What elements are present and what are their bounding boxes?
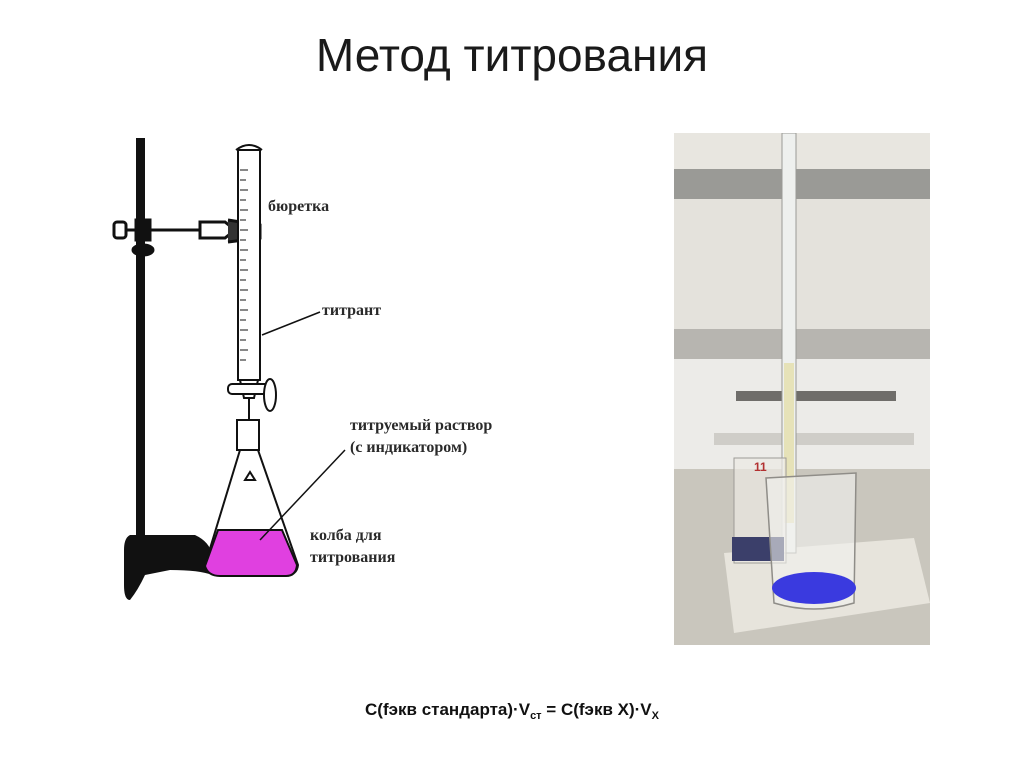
- titration-formula: C(fэкв стандарта)·Vст = C(fэкв X)·VX: [0, 700, 1024, 722]
- formula-subscript-1: ст: [530, 710, 542, 722]
- formula-part-1: C(fэкв стандарта)·V: [365, 700, 530, 719]
- titrated-solution-label-line2: (с индикатором): [350, 437, 467, 459]
- titrated-solution-label-line1: титруемый раствор: [350, 415, 492, 437]
- formula-part-2: = C(fэкв X)·V: [542, 700, 652, 719]
- stand-base: [124, 535, 212, 600]
- blue-solution: [772, 572, 856, 604]
- titrant-label: титрант: [322, 300, 381, 322]
- formula-subscript-2: X: [652, 710, 659, 722]
- beaker-mark: 11: [754, 460, 767, 474]
- stand-rod: [136, 138, 145, 558]
- slide-title: Метод титрования: [0, 28, 1024, 82]
- flask-label-line1: колба для: [310, 525, 382, 547]
- titration-diagram: бюретка титрант титруемый раствор (с инд…: [100, 130, 560, 630]
- lab-photo-drawing: 11: [674, 133, 930, 645]
- flask-solution: [205, 530, 297, 576]
- flask-label-line2: титрования: [310, 547, 395, 569]
- burette: [236, 145, 262, 380]
- titration-photo: 11: [674, 133, 930, 645]
- burette-label: бюретка: [268, 196, 329, 218]
